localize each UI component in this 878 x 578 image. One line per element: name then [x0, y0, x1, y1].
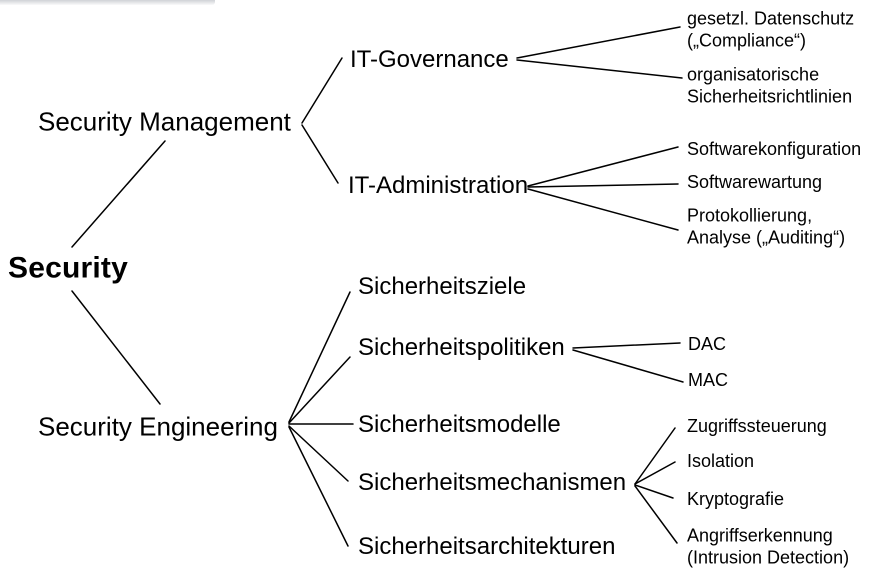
- node-sicherheitsziele: Sicherheitsziele: [358, 272, 527, 300]
- edge-mechanismen-to-isolation: [634, 461, 676, 485]
- node-security-management: Security Management: [38, 106, 291, 137]
- edge-administration-to-softwarekonfiguration: [527, 146, 679, 187]
- node-security-engineering: Security Engineering: [38, 411, 278, 442]
- edge-politiken-to-dac: [572, 342, 681, 349]
- edge-mechanismen-to-angriffserkennung: [634, 485, 678, 544]
- edge-engineering-to-politiken: [288, 356, 351, 424]
- leaf-angriffserkennung-intrusion-detection: Angriffserkennung (Intrusion Detection): [687, 525, 850, 567]
- node-sicherheitsmodelle: Sicherheitsmodelle: [358, 410, 561, 438]
- edge-management-to-it-governance: [301, 57, 343, 124]
- leaf-mac: MAC: [688, 370, 728, 391]
- leaf-organisatorische-sicherheitsrichtlinien: organisatorische Sicherheitsrichtlinien: [687, 64, 853, 106]
- edge-security-to-security-management: [71, 140, 166, 248]
- node-it-governance: IT-Governance: [350, 45, 509, 73]
- edge-management-to-it-administration: [301, 124, 339, 184]
- node-sicherheitsarchitekturen: Sicherheitsarchitekturen: [358, 532, 616, 560]
- node-it-administration: IT-Administration: [348, 171, 529, 199]
- edge-engineering-to-ziele: [288, 291, 351, 423]
- node-sicherheitspolitiken: Sicherheitspolitiken: [358, 333, 565, 361]
- leaf-dac: DAC: [688, 334, 727, 355]
- leaf-gesetzl-datenschutz-compliance: gesetzl. Datenschutz („Compliance“): [687, 8, 855, 50]
- node-sicherheitsmechanismen: Sicherheitsmechanismen: [358, 468, 627, 496]
- edge-administration-to-softwarewartung: [527, 183, 679, 188]
- leaf-kryptografie: Kryptografie: [687, 489, 785, 510]
- edge-security-to-security-engineering: [71, 290, 161, 405]
- leaf-softwarewartung: Softwarewartung: [687, 172, 823, 193]
- leaf-zugriffssteuerung: Zugriffssteuerung: [687, 416, 827, 437]
- edge-mechanismen-to-kryptografie: [634, 484, 674, 499]
- edge-mechanismen-to-zugriffssteuerung: [634, 427, 676, 485]
- edge-politiken-to-mac: [572, 349, 684, 383]
- edge-governance-to-datenschutz: [516, 26, 681, 59]
- leaf-protokollierung-analyse-auditing: Protokollierung, Analyse („Auditing“): [687, 205, 846, 247]
- leaf-isolation: Isolation: [687, 451, 755, 472]
- edge-administration-to-protokollierung: [527, 188, 679, 231]
- edge-engineering-to-architekturen: [288, 426, 349, 547]
- top-edge-scan-artifact: [0, 0, 215, 5]
- leaf-softwarekonfiguration: Softwarekonfiguration: [687, 139, 862, 160]
- edge-governance-to-richtlinien: [516, 59, 683, 79]
- edge-engineering-to-mechanismen: [288, 425, 349, 482]
- node-security: Security: [8, 251, 128, 285]
